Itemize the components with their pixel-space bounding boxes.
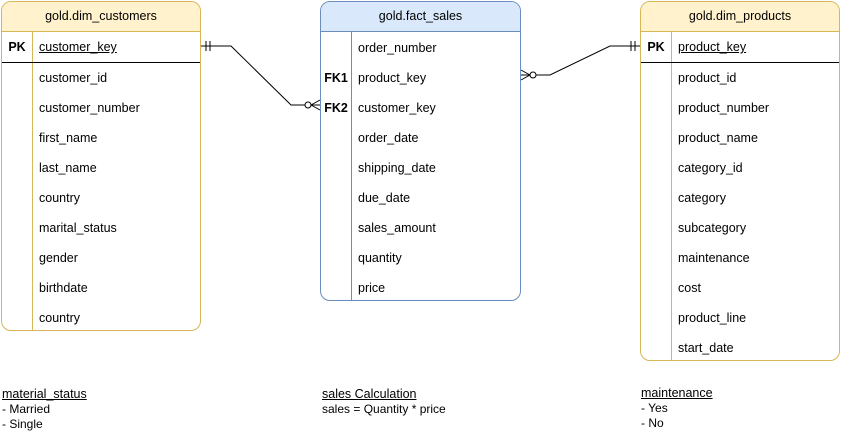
dim-products-title: gold.dim_products <box>641 2 839 32</box>
field-row[interactable]: country <box>2 303 200 330</box>
pk-field: product_key <box>678 40 747 54</box>
primary-key-row[interactable]: PK product_key <box>641 32 839 63</box>
field-row[interactable]: sales_amount <box>321 213 520 243</box>
note-title: sales Calculation <box>322 387 417 401</box>
primary-key-row[interactable]: PK customer_key <box>2 32 200 63</box>
product-relationship-line[interactable] <box>520 41 640 81</box>
field-name: customer_number <box>39 101 140 115</box>
field-name: category_id <box>678 161 743 175</box>
field-name: product_id <box>678 71 737 85</box>
customer-relationship-line[interactable] <box>201 41 321 111</box>
field-row[interactable]: order_date <box>321 123 520 153</box>
field-name: start_date <box>678 341 734 355</box>
fact-sales-table[interactable]: gold.fact_sales order_number FK1 product_… <box>320 1 521 301</box>
field-row[interactable]: product_name <box>641 123 839 153</box>
field-name: marital_status <box>39 221 117 235</box>
field-row[interactable]: product_line <box>641 303 839 333</box>
fact-sales-title: gold.fact_sales <box>321 2 520 32</box>
field-name: cost <box>678 281 701 295</box>
field-name: product_line <box>678 311 747 325</box>
field-name: sales_amount <box>358 221 436 235</box>
field-row[interactable]: marital_status <box>2 213 200 243</box>
note-line: - Married <box>2 402 51 416</box>
field-row[interactable]: birthdate <box>2 273 200 303</box>
field-name: maintenance <box>678 251 750 265</box>
field-name: country <box>39 311 80 325</box>
field-name: birthdate <box>39 281 88 295</box>
field-row[interactable]: shipping_date <box>321 153 520 183</box>
note-line: - Single <box>2 417 43 431</box>
dim-customers-title: gold.dim_customers <box>2 2 200 32</box>
field-row[interactable]: subcategory <box>641 213 839 243</box>
field-row[interactable]: due_date <box>321 183 520 213</box>
field-name: last_name <box>39 161 97 175</box>
note-line: sales = Quantity * price <box>322 402 446 416</box>
field-row[interactable]: category_id <box>641 153 839 183</box>
pk-field: customer_key <box>39 40 117 54</box>
field-row[interactable]: category <box>641 183 839 213</box>
field-row[interactable]: customer_id <box>2 63 200 93</box>
note-title: material_status <box>2 387 87 401</box>
field-name: due_date <box>358 191 411 205</box>
field-name: country <box>39 191 80 205</box>
field-name: category <box>678 191 726 205</box>
field-name: product_number <box>678 101 770 115</box>
note-title: maintenance <box>641 386 713 400</box>
field-row[interactable]: product_id <box>641 63 839 93</box>
field-name: order_date <box>358 131 419 145</box>
field-name: subcategory <box>678 221 747 235</box>
field-row[interactable]: order_number <box>321 33 520 63</box>
dim-customers-table[interactable]: gold.dim_customers PK customer_key custo… <box>1 1 201 331</box>
field-row[interactable]: FK2 customer_key <box>321 93 520 123</box>
field-row[interactable]: country <box>2 183 200 213</box>
note-line: - Yes <box>641 401 668 415</box>
field-name: order_number <box>358 41 437 55</box>
pk-label: PK <box>647 40 665 54</box>
field-name: gender <box>39 251 78 265</box>
field-name: product_key <box>358 71 427 85</box>
key-label: FK2 <box>324 101 348 115</box>
field-row[interactable]: cost <box>641 273 839 303</box>
pk-label: PK <box>8 40 26 54</box>
field-row[interactable]: last_name <box>2 153 200 183</box>
field-name: quantity <box>358 251 402 265</box>
field-row[interactable]: quantity <box>321 243 520 273</box>
field-name: price <box>358 281 386 295</box>
field-name: customer_key <box>358 101 436 115</box>
field-row[interactable]: start_date <box>641 333 839 360</box>
field-name: shipping_date <box>358 161 436 175</box>
sales-calculation-note: sales Calculation sales = Quantity * pri… <box>322 387 446 417</box>
note-line: - No <box>641 416 664 430</box>
field-name: product_name <box>678 131 758 145</box>
field-row[interactable]: first_name <box>2 123 200 153</box>
field-row[interactable]: maintenance <box>641 243 839 273</box>
maintenance-note: maintenance - Yes - No <box>641 386 713 431</box>
key-column-divider <box>32 32 33 330</box>
field-row[interactable]: gender <box>2 243 200 273</box>
field-row[interactable]: product_number <box>641 93 839 123</box>
key-label: FK1 <box>324 71 348 85</box>
dim-products-table[interactable]: gold.dim_products PK product_key product… <box>640 1 840 361</box>
key-column-divider <box>351 31 352 300</box>
field-row[interactable]: price <box>321 273 520 300</box>
key-column-divider <box>671 32 672 360</box>
field-name: first_name <box>39 131 98 145</box>
field-row[interactable]: FK1 product_key <box>321 63 520 93</box>
field-row[interactable]: customer_number <box>2 93 200 123</box>
marital-status-note: material_status - Married - Single <box>2 387 87 432</box>
field-name: customer_id <box>39 71 108 85</box>
